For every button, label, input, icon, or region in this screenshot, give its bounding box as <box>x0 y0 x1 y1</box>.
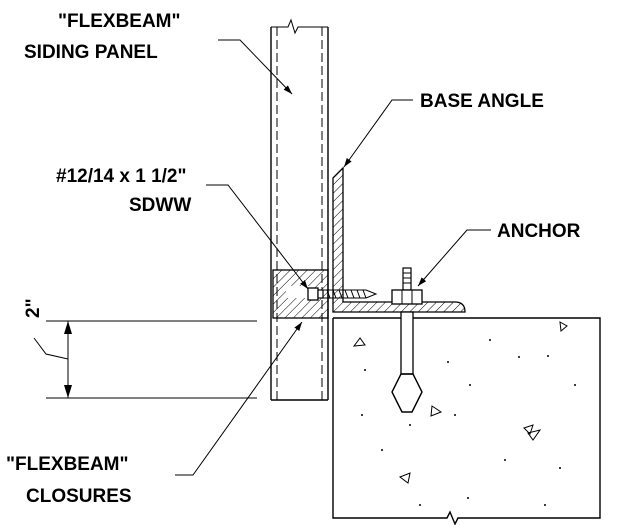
base-angle-label: BASE ANGLE <box>420 91 544 112</box>
concrete-slab <box>332 317 601 525</box>
anchor-bolt <box>391 267 423 413</box>
screw-leader <box>206 184 309 290</box>
anchor-label: ANCHOR <box>497 221 581 242</box>
closures-label-line2: CLOSURES <box>26 486 132 507</box>
dimension-2in <box>33 320 257 399</box>
closures-label-line1: "FLEXBEAM" <box>6 454 129 475</box>
siding-leader <box>218 39 293 95</box>
screw-label-line2: SDWW <box>129 195 191 216</box>
siding-label-line2: SIDING PANEL <box>24 42 158 63</box>
screw-label-line1: #12/14 x 1 1/2" <box>56 166 187 187</box>
siding-label-line1: "FLEXBEAM" <box>58 11 181 32</box>
sdww-screw <box>307 287 378 301</box>
anchor-leader <box>417 229 491 287</box>
siding-panel <box>270 18 329 401</box>
closures-leader <box>175 321 303 476</box>
dimension-label: 2" <box>23 298 44 318</box>
base-angle-leader <box>343 99 413 168</box>
